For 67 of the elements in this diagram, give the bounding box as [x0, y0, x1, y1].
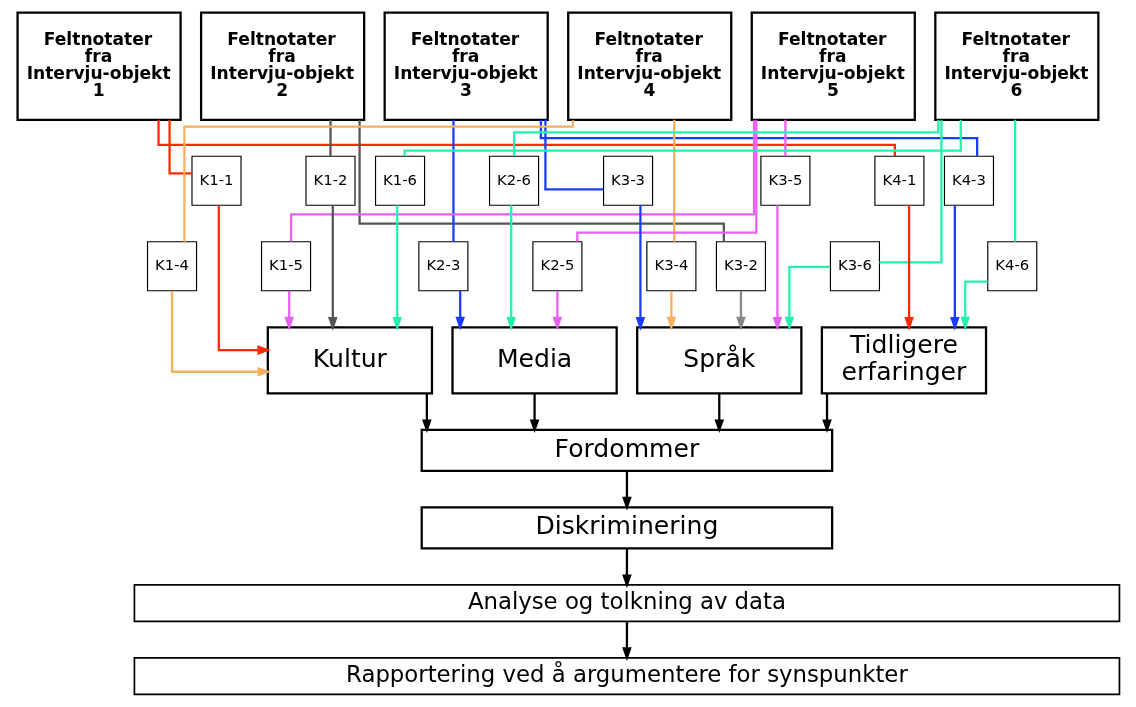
node-box: K3-6 [829, 241, 880, 292]
arrow [552, 291, 562, 331]
node-box: Tidligere erfaringer [820, 326, 987, 395]
arrow [327, 205, 338, 331]
node-box: K2-6 [488, 155, 539, 206]
node-box: Språk [635, 326, 802, 395]
node-box: Diskriminering [420, 506, 833, 550]
arrow [391, 205, 402, 331]
node-box: Feltnotater fra Intervju-objekt 3 [383, 11, 549, 121]
connector [357, 119, 725, 242]
node-box: Feltnotater fra Intervju-objekt 6 [933, 11, 1099, 121]
node-box: K1-6 [374, 155, 425, 206]
connector [182, 120, 574, 242]
arrow [959, 280, 988, 331]
arrow [529, 393, 539, 434]
arrow [666, 291, 676, 331]
node-box: Feltnotater fra Intervju-objekt 1 [15, 11, 182, 121]
connector [783, 119, 787, 157]
connector [167, 120, 192, 175]
arrow [454, 291, 465, 331]
arrow [217, 205, 271, 355]
node-box: Feltnotater fra Intervju-objekt 4 [566, 11, 732, 121]
node-box: K4-6 [986, 241, 1037, 292]
connector [451, 119, 455, 242]
arrow [170, 291, 271, 377]
node-box: Analyse og tolkning av data [133, 584, 1120, 623]
connector [575, 120, 757, 242]
node-box: Feltnotater fra Intervju-objekt 5 [750, 11, 916, 121]
node-box: Kultur [266, 326, 433, 395]
arrow [505, 205, 516, 331]
node-box: Feltnotater fra Intervju-objekt 2 [199, 11, 365, 121]
node-box: K3-4 [645, 241, 696, 292]
connector [156, 120, 896, 157]
arrow [421, 393, 432, 434]
arrow [821, 393, 832, 434]
connector [672, 119, 675, 242]
connector [1013, 119, 1016, 242]
connector [402, 120, 962, 157]
arrow [621, 548, 632, 589]
node-box: K4-3 [943, 155, 994, 206]
node-box: K1-2 [304, 155, 356, 206]
arrow [784, 265, 830, 331]
node-box: Rapportering ved å argumentere for synspunkter [133, 657, 1120, 696]
arrow [283, 291, 294, 331]
node-box: K2-5 [531, 241, 582, 292]
node-box: Media [450, 326, 618, 395]
arrow [949, 205, 960, 331]
node-box: K4-1 [873, 155, 924, 206]
node-box: K2-3 [417, 241, 468, 292]
node-box: Fordommer [420, 428, 833, 473]
arrow [735, 291, 746, 331]
arrow [713, 393, 724, 434]
arrow [635, 205, 645, 331]
node-box: K1-5 [260, 241, 311, 292]
node-box: K1-1 [190, 155, 242, 206]
node-box: K3-3 [602, 155, 653, 206]
node-box: K3-2 [715, 241, 766, 292]
arrow [772, 205, 782, 331]
node-box: K3-5 [759, 155, 810, 206]
arrow [621, 621, 632, 661]
connector [879, 120, 943, 264]
connector [543, 119, 603, 191]
arrow [903, 205, 914, 331]
node-box: K1-4 [146, 241, 197, 292]
connector [328, 119, 332, 157]
connector [289, 120, 755, 242]
arrow [621, 471, 632, 511]
